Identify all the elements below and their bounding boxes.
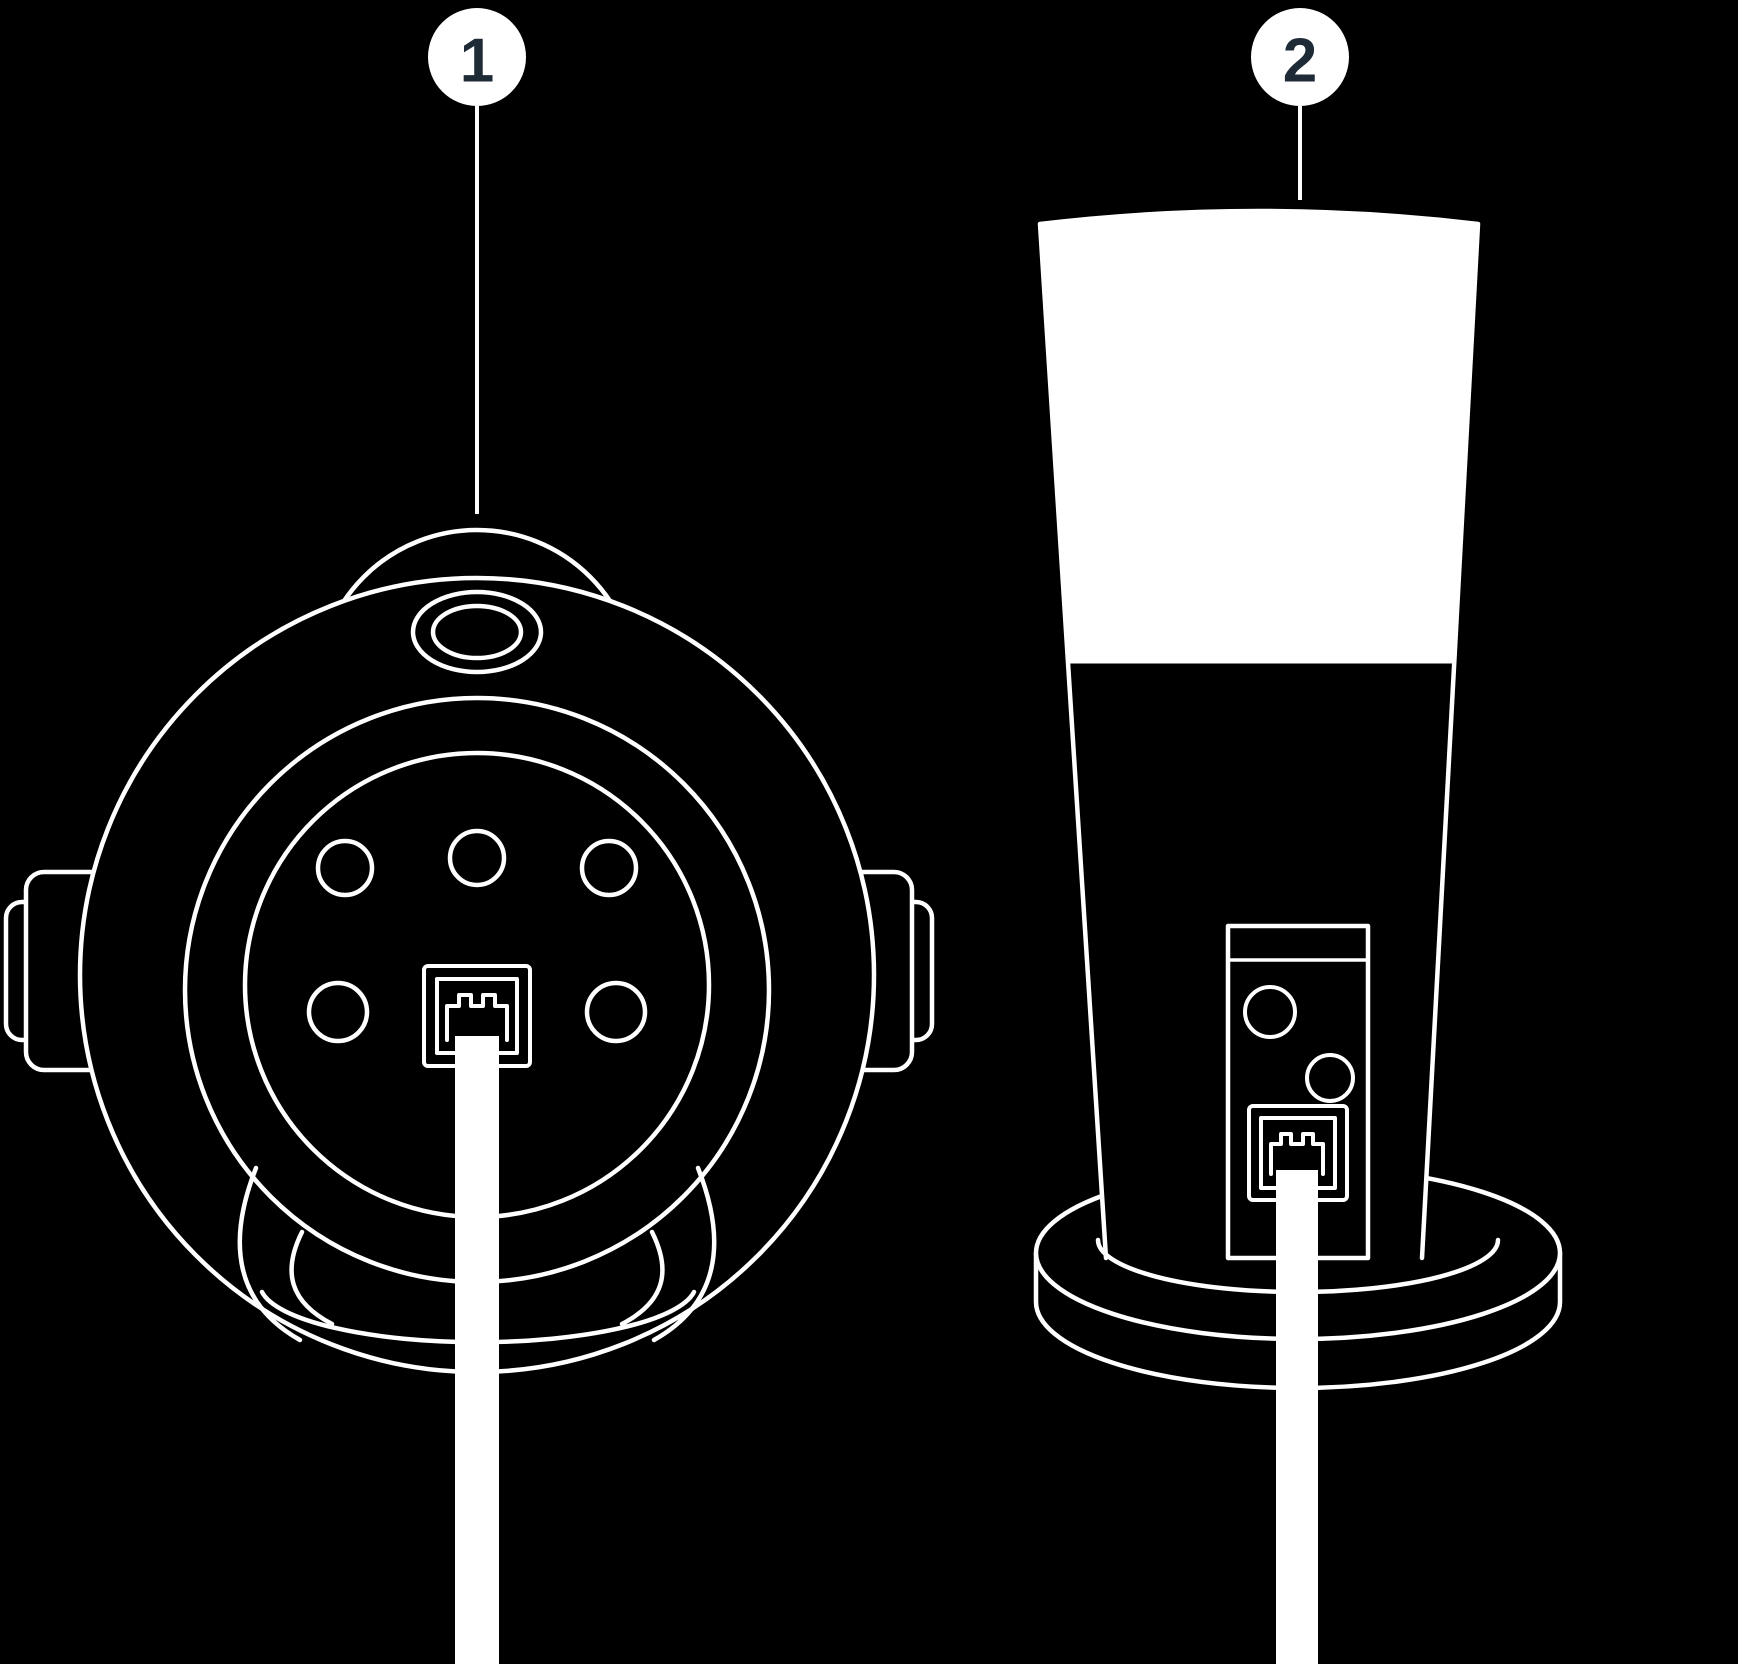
port-hole bbox=[306, 980, 370, 1044]
port-hole bbox=[447, 828, 507, 888]
callout-1-circle bbox=[428, 8, 526, 106]
port-hole bbox=[1243, 985, 1297, 1039]
device-1-top-oval-outer bbox=[410, 589, 544, 675]
port-hole bbox=[315, 838, 375, 898]
callout-1: 1 bbox=[428, 8, 526, 514]
callout-1-label: 1 bbox=[460, 27, 494, 96]
device-1-cable bbox=[455, 1036, 499, 1664]
port-hole bbox=[1305, 1053, 1355, 1103]
device-1-skirt-right-inner bbox=[619, 1229, 665, 1327]
rj45-plug-outline bbox=[1269, 1132, 1325, 1176]
rj45-plug-outline bbox=[445, 993, 509, 1042]
device-1-skirt-right-outer bbox=[651, 1165, 717, 1343]
device-2-tower-rear-view bbox=[1033, 208, 1563, 1664]
callout-2-label: 2 bbox=[1283, 27, 1317, 96]
callout-2: 2 bbox=[1251, 8, 1349, 200]
device-2-top-cap bbox=[1038, 209, 1480, 664]
callout-2-circle bbox=[1251, 8, 1349, 106]
port-hole bbox=[584, 980, 648, 1044]
device-1-skirt-left-inner bbox=[289, 1229, 335, 1327]
device-1-skirt-left-outer bbox=[237, 1165, 303, 1343]
device-1-round-rear-view bbox=[3, 527, 935, 1664]
device-1-top-oval-inner bbox=[430, 603, 524, 661]
port-hole bbox=[579, 838, 639, 898]
device-2-cable bbox=[1276, 1170, 1318, 1664]
